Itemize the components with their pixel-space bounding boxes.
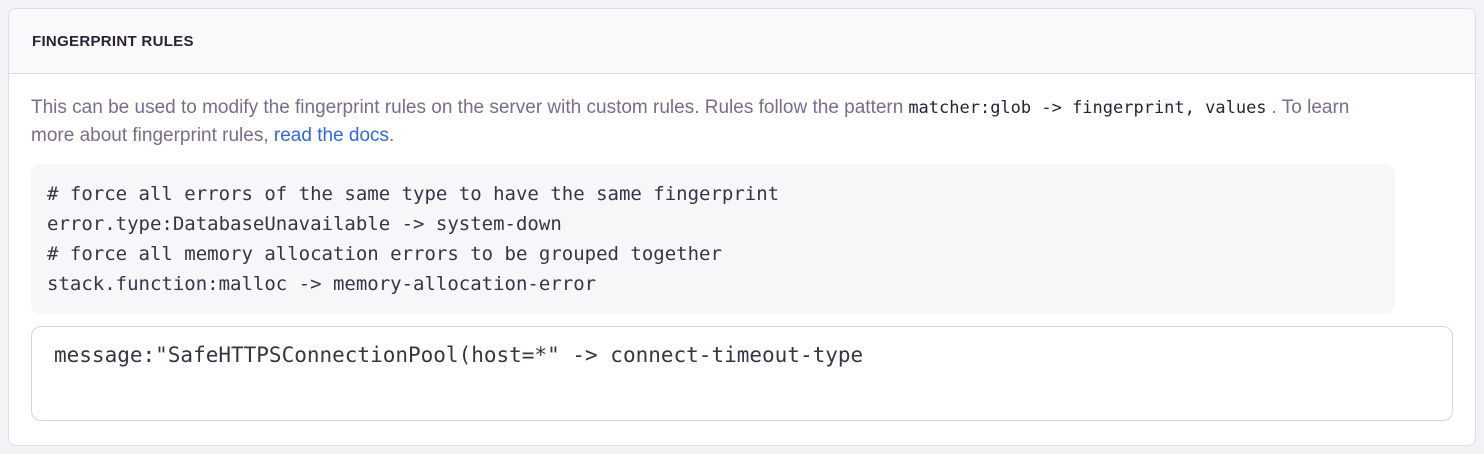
code-example-block: # force all errors of the same type to h… [31,164,1395,314]
read-the-docs-link[interactable]: read the docs [273,125,390,146]
panel-title: FINGERPRINT RULES [32,32,194,50]
pattern-inline-code: matcher:glob -> fingerprint, values [908,98,1267,118]
panel-body: This can be used to modify the fingerpri… [9,74,1475,441]
description-text-end: . [389,125,395,146]
description-text-after: . To learn more about fingerprint rules, [31,97,1350,146]
panel-header: FINGERPRINT RULES [9,9,1475,74]
fingerprint-rules-panel: FINGERPRINT RULES This can be used to mo… [8,8,1476,446]
fingerprint-rules-input[interactable]: message:"SafeHTTPSConnectionPool(host=*"… [31,326,1453,421]
description-text-before: This can be used to modify the fingerpri… [31,97,904,118]
field-description: This can be used to modify the fingerpri… [31,94,1397,150]
